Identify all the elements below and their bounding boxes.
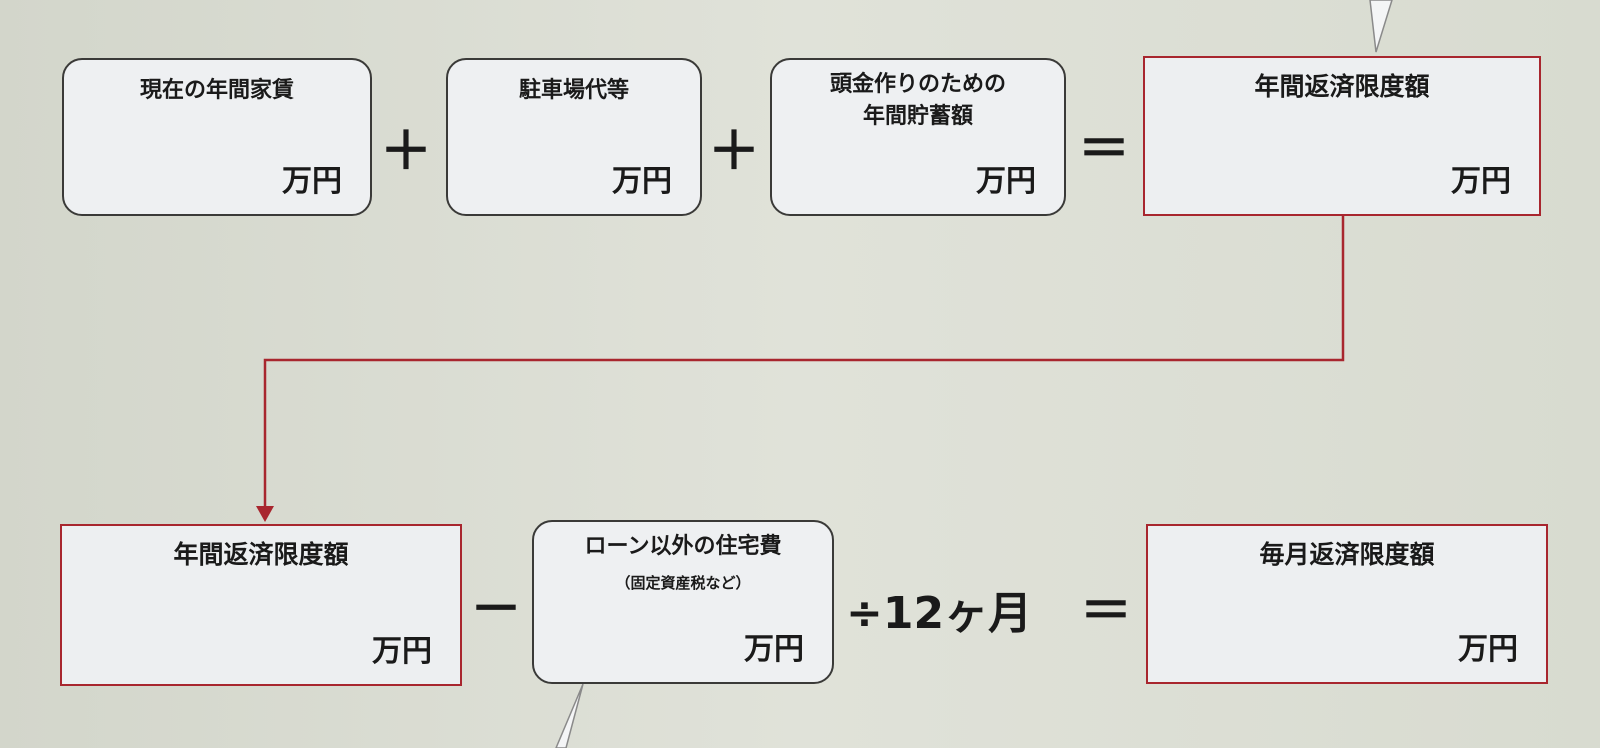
unit-label: 万円 [976, 164, 1036, 199]
other-housing-cost-sublabel: （固定資産税など） [615, 574, 751, 592]
minus-operator: － [470, 580, 523, 640]
unit-label: 万円 [372, 634, 432, 669]
annual-repayment-limit-box-2: 年間返済限度額 万円 [60, 524, 462, 686]
annual-repayment-limit-label-2: 年間返済限度額 [173, 540, 349, 569]
flow-arrow-head [256, 506, 274, 522]
unit-label: 万円 [744, 632, 804, 667]
callout-pointer-bottom [555, 683, 584, 748]
annual-savings-label-line2: 年間貯蓄額 [862, 104, 973, 129]
annual-repayment-limit-box: 年間返済限度額 万円 [1143, 56, 1541, 216]
unit-label: 万円 [1451, 164, 1511, 199]
other-housing-cost-label: ローン以外の住宅費 [584, 534, 782, 559]
monthly-repayment-limit-box: 毎月返済限度額 万円 [1146, 524, 1548, 684]
flow-arrow-line [263, 214, 1345, 508]
equals-operator-2: ＝ [1080, 582, 1133, 642]
monthly-repayment-limit-label: 毎月返済限度額 [1259, 540, 1435, 569]
plus-operator: ＋ [380, 122, 433, 182]
current-annual-rent-label: 現在の年間家賃 [139, 78, 294, 103]
unit-label: 万円 [1458, 632, 1518, 667]
other-housing-cost-box: ローン以外の住宅費 （固定資産税など） 万円 [532, 520, 834, 684]
callout-pointer-top [1369, 0, 1393, 53]
annual-repayment-limit-label: 年間返済限度額 [1254, 72, 1430, 101]
parking-fee-box: 駐車場代等 万円 [446, 58, 702, 216]
unit-label: 万円 [282, 164, 342, 199]
unit-label: 万円 [612, 164, 672, 199]
parking-fee-label: 駐車場代等 [518, 78, 629, 103]
current-annual-rent-box: 現在の年間家賃 万円 [62, 58, 372, 216]
annual-savings-box: 頭金作りのための 年間貯蓄額 万円 [770, 58, 1066, 216]
divide-by-12-months: ÷12ヶ月 [846, 588, 1033, 639]
annual-savings-label-line1: 頭金作りのための [829, 72, 1006, 97]
equals-operator: ＝ [1078, 120, 1131, 180]
plus-operator: ＋ [708, 122, 761, 182]
